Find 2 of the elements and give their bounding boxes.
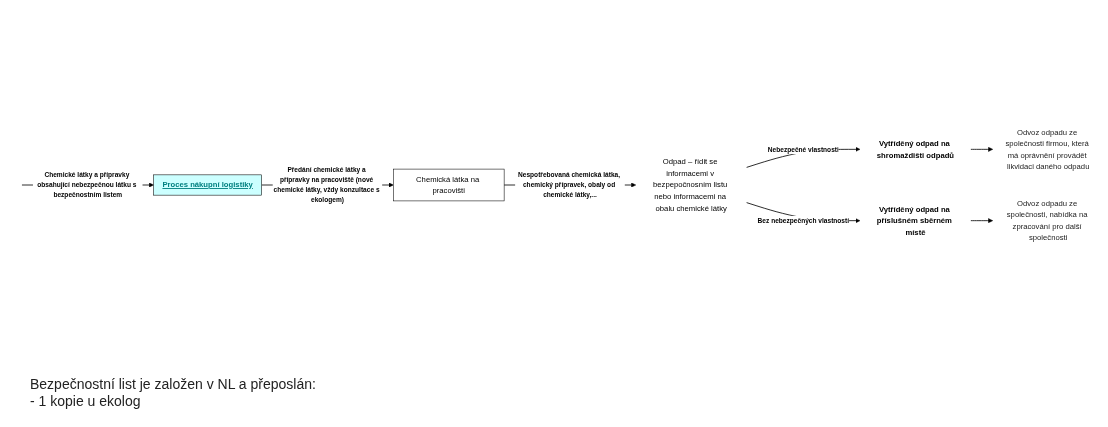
note-text: - 1 kopie u ekolog	[30, 393, 142, 409]
note-text: Bezpečnostní list je založen v NL a přeposlán:	[30, 376, 316, 392]
